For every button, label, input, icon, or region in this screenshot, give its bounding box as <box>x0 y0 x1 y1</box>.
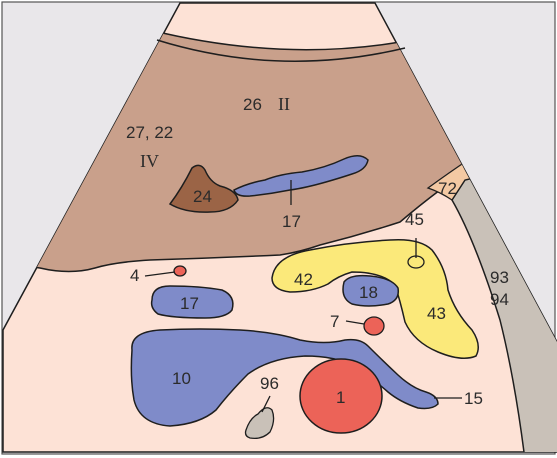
label-45: 45 <box>405 210 424 229</box>
label-7: 7 <box>330 312 339 331</box>
label-15: 15 <box>464 389 483 408</box>
artery-7 <box>364 317 384 335</box>
label-4: 4 <box>130 266 139 285</box>
label-72: 72 <box>438 179 457 198</box>
label-27-22: 27, 22 <box>126 123 173 142</box>
label-IV: IV <box>140 151 159 171</box>
label-18: 18 <box>359 283 378 302</box>
label-10: 10 <box>172 369 191 388</box>
label-26: 26 <box>243 95 262 114</box>
label-94: 94 <box>490 290 509 309</box>
artery-4 <box>174 266 186 276</box>
label-1: 1 <box>336 388 345 407</box>
label-II: II <box>278 94 290 114</box>
label-42: 42 <box>294 270 313 289</box>
label-17-upper: 17 <box>282 212 301 231</box>
label-43: 43 <box>427 304 446 323</box>
label-93: 93 <box>490 268 509 287</box>
label-17-lower: 17 <box>180 294 199 313</box>
label-24: 24 <box>193 187 212 206</box>
label-96: 96 <box>260 374 279 393</box>
